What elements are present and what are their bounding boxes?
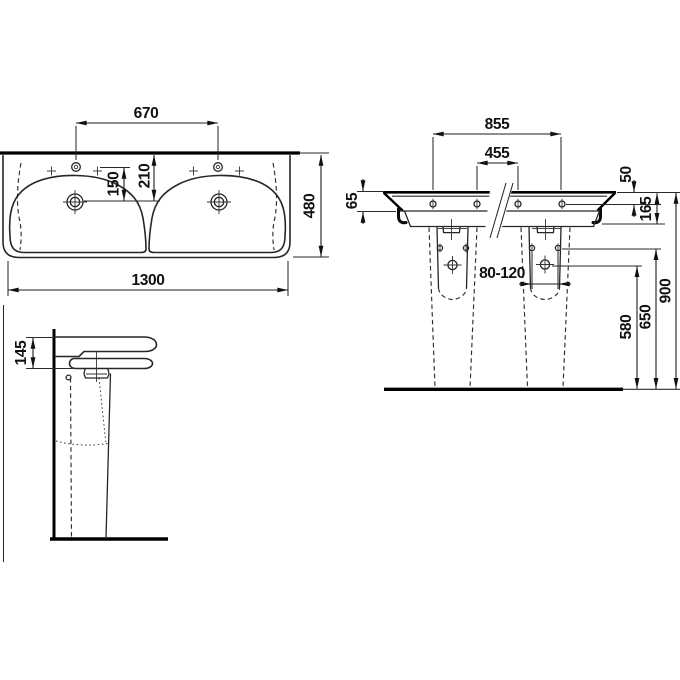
dim-145-label: 145 <box>13 340 30 365</box>
wall-hook-left <box>397 207 408 225</box>
plan-view: 670 150 210 480 1300 <box>0 105 329 296</box>
plan-right-bowl <box>148 174 287 254</box>
plan-basin-outline <box>2 154 291 259</box>
rim-fixing-holes <box>429 198 566 210</box>
faucet-hole-right <box>213 162 223 172</box>
front-extension-lines <box>552 191 680 267</box>
dim-900: 900 <box>658 193 679 389</box>
side-pedestal <box>55 373 112 539</box>
dim-900-label: 900 <box>658 279 675 304</box>
dim-210: 210 <box>137 155 157 201</box>
dim-480: 480 <box>293 155 329 258</box>
pedestal-right-holes <box>528 243 562 274</box>
side-lip-profile <box>68 357 154 370</box>
dim-1300: 1300 <box>7 261 289 296</box>
dim-650-label: 650 <box>638 305 655 330</box>
pedestal-right <box>520 226 571 389</box>
dim-80-120-label: 80-120 <box>479 265 525 282</box>
dim-80-120: 80-120 <box>479 252 571 289</box>
drain-hole-left <box>63 190 87 214</box>
dim-455: 455 <box>476 145 519 190</box>
drain-boss-right <box>532 219 561 240</box>
drain-boss-left <box>438 219 467 240</box>
plan-hidden-left <box>16 162 22 251</box>
front-view: 855 455 50 65 <box>344 116 680 391</box>
dim-65-label: 65 <box>344 192 361 209</box>
plan-left-bowl <box>8 174 147 254</box>
drain-hole-right <box>207 190 231 214</box>
break-lines <box>484 182 514 239</box>
dim-670-label: 670 <box>134 105 159 122</box>
dim-65: 65 <box>344 179 396 224</box>
dim-670: 670 <box>75 105 219 160</box>
dim-165-label: 165 <box>638 196 655 221</box>
dim-1300-label: 1300 <box>132 272 165 289</box>
dim-580-label: 580 <box>618 315 635 340</box>
dim-855-label: 855 <box>485 116 510 133</box>
pedestal-left-holes <box>436 243 470 274</box>
side-hidden-trap <box>55 440 111 446</box>
dim-210-label: 210 <box>137 164 154 189</box>
dim-150-label: 150 <box>106 172 123 197</box>
dim-650: 650 <box>638 249 659 389</box>
dim-145: 145 <box>13 336 78 370</box>
tap-position-marks <box>47 166 244 176</box>
dim-455-label: 455 <box>485 145 510 162</box>
dim-50-label: 50 <box>618 166 635 182</box>
wall-hook-right <box>591 207 602 225</box>
pedestal-left <box>428 226 478 389</box>
dim-855: 855 <box>432 116 562 190</box>
side-fixing-hole <box>65 374 72 381</box>
side-rim-profile <box>54 336 158 358</box>
dim-165: 165 <box>638 193 660 224</box>
dim-50: 50 <box>618 166 637 217</box>
faucet-hole-left <box>71 162 81 172</box>
side-drain-outlet <box>83 352 110 382</box>
side-view: 145 <box>2 305 168 562</box>
dim-580: 580 <box>618 266 640 389</box>
plan-hidden-right <box>272 162 278 251</box>
dim-150: 150 <box>84 166 160 202</box>
dim-480-label: 480 <box>302 194 319 219</box>
